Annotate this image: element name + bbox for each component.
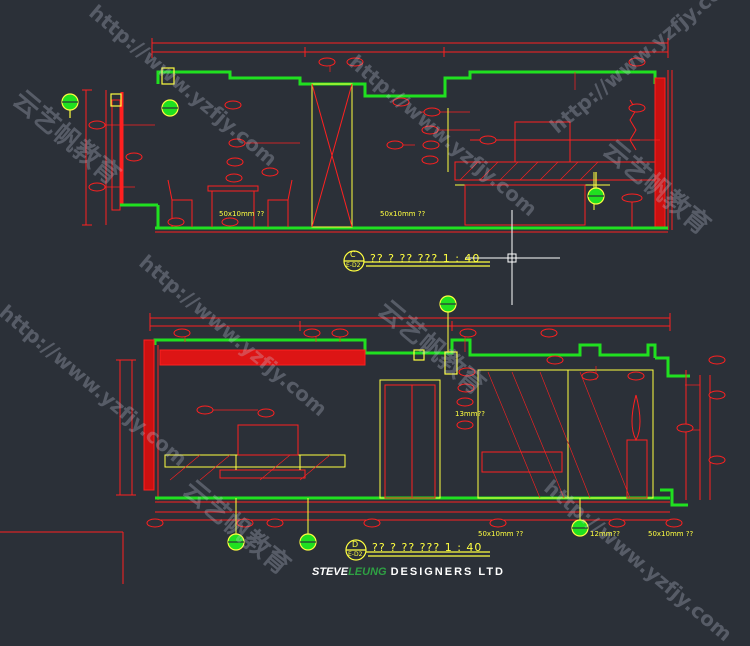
title-block-edge — [0, 531, 124, 584]
section-marker-d — [345, 539, 490, 561]
cad-drawing — [0, 38, 726, 584]
elevation-d-title: ?? ? ?? ??? 1 : 40 — [372, 541, 483, 554]
brand-steve: STEVE — [312, 566, 349, 578]
elevation-d-marker-letter: D — [352, 540, 360, 549]
brand-leung: LEUNG — [348, 566, 387, 578]
elevation-c-dim-1: 50x10mm ?? — [219, 210, 265, 218]
elevation-c-marker-code: E-D2 — [346, 262, 361, 269]
elevation-c-title: ?? ? ?? ??? 1 : 40 — [370, 252, 481, 265]
elevation-d — [116, 308, 711, 538]
elevation-d-dim-3: 50x10mm ?? — [478, 530, 524, 538]
elevation-c-marker-letter: C — [350, 250, 357, 259]
section-marker-c — [343, 250, 490, 272]
elevation-c — [82, 38, 673, 233]
elevation-d-dim-4: 50x10mm ?? — [648, 530, 694, 538]
elevation-d-dim-1: 13mm?? — [455, 410, 485, 418]
elevation-d-marker-code: E-D2 — [348, 551, 363, 558]
elevation-d-tags — [146, 328, 726, 528]
brand-designers: DESIGNERS LTD — [390, 566, 505, 578]
elevation-d-markers — [227, 295, 589, 551]
elevation-d-dim-2: 12mm?? — [590, 530, 620, 538]
elevation-c-markers — [61, 67, 605, 205]
elevation-c-tags — [88, 57, 646, 227]
crosshair-cursor — [465, 210, 560, 305]
elevation-c-dim-2: 50x10mm ?? — [380, 210, 426, 218]
